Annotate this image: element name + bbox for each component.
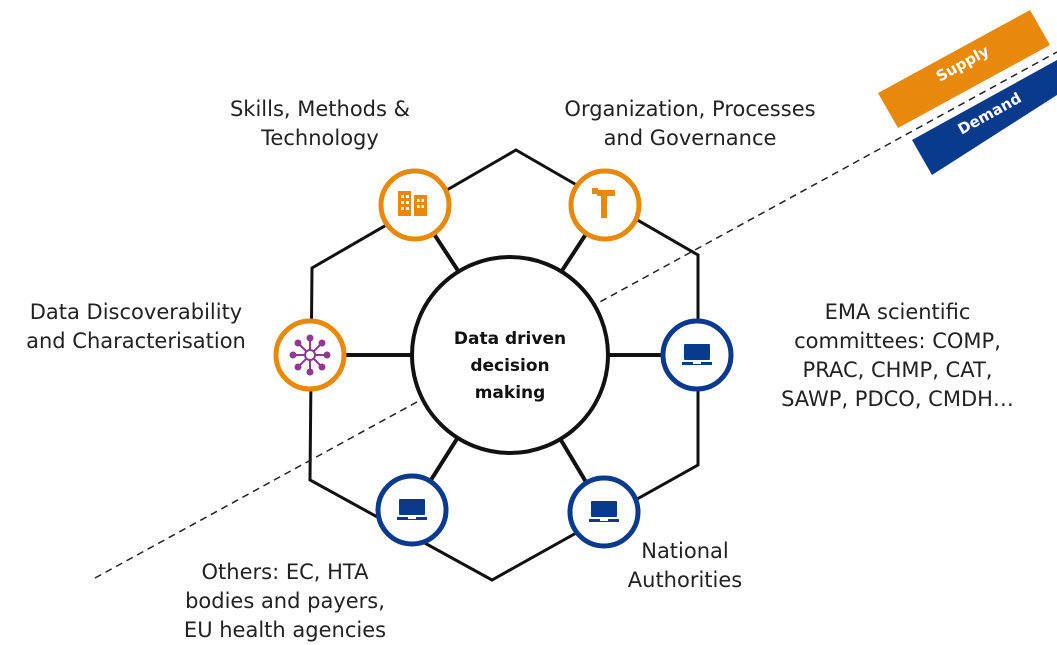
- node-ema[interactable]: [660, 318, 734, 392]
- node-skills[interactable]: [378, 168, 452, 242]
- node-organization[interactable]: [568, 168, 642, 242]
- node-discoverability[interactable]: [273, 318, 347, 392]
- monitor-icon: [397, 499, 427, 520]
- monitor-icon: [589, 501, 619, 522]
- ema-label: EMA scientific committees: COMP, PRAC, C…: [781, 300, 1014, 411]
- node-national[interactable]: [567, 475, 641, 549]
- skills-label: Skills, Methods & Technology: [229, 97, 411, 150]
- center-label: Data driven decision making: [453, 329, 567, 403]
- center-circle: [410, 255, 610, 455]
- buildings-icon: [398, 191, 427, 216]
- discoverability-label: Data Discoverability and Characterisatio…: [26, 300, 246, 353]
- organization-label: Organization, Processes and Governance: [564, 97, 816, 150]
- supply-demand-divider: [94, 51, 1057, 579]
- national-label: National Authorities: [627, 539, 743, 592]
- node-others[interactable]: [375, 473, 449, 547]
- tool-icon: [592, 188, 615, 218]
- network-icon: [289, 334, 331, 376]
- monitor-icon: [682, 344, 712, 365]
- hexagon-outline: [308, 148, 700, 582]
- others-label: Others: EC, HTA bodies and payers, EU he…: [183, 560, 387, 642]
